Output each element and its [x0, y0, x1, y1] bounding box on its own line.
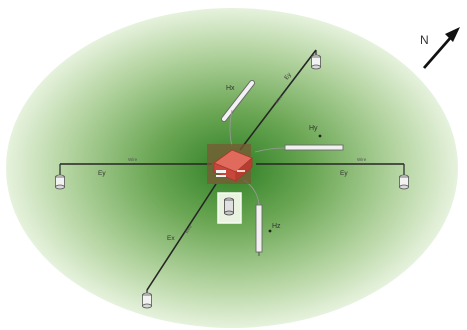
electrode-east — [399, 174, 409, 190]
magnetometer-hy — [254, 134, 344, 153]
label-hx: Hx — [226, 85, 235, 92]
wire-label-bottom: Wire — [184, 224, 194, 235]
wires — [60, 49, 404, 291]
label-ey-top: Ey — [284, 72, 293, 81]
wire-northeast — [239, 49, 317, 151]
wire-label-right: Wire — [357, 157, 367, 162]
electrode-north — [311, 54, 321, 70]
wire-southwest — [146, 183, 217, 291]
electrode-west — [55, 174, 65, 190]
magnetometer-hx — [221, 80, 255, 147]
wire-label-left: Wire — [128, 157, 138, 162]
label-hy: Hy — [309, 125, 318, 132]
label-ey-right: Ey — [340, 170, 348, 177]
label-hz: Hz — [272, 223, 281, 230]
label-ex-bottom: Ex — [167, 235, 175, 242]
wire-label-top: Wire — [274, 94, 284, 105]
north-arrow — [422, 27, 460, 69]
label-ey-left: Ey — [98, 170, 106, 177]
recorder-unit — [207, 144, 253, 184]
electrode-south — [142, 292, 152, 309]
north-label: N — [420, 33, 429, 47]
battery — [217, 192, 242, 224]
